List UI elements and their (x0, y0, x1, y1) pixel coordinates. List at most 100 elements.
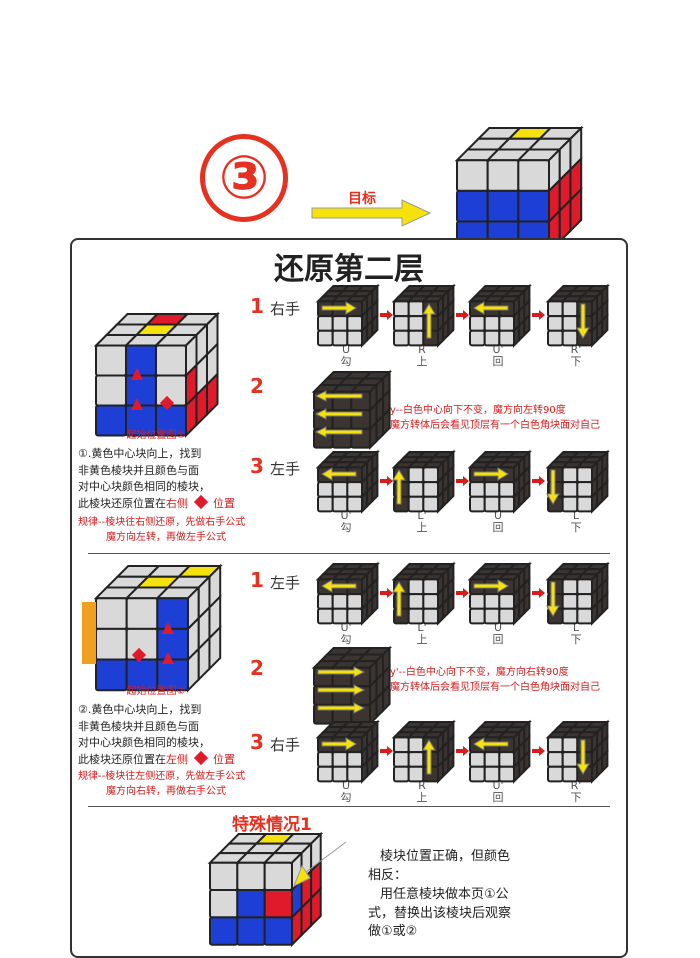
rotation-arrow-icon (314, 426, 363, 438)
move-cube (315, 449, 380, 514)
move-cube (315, 561, 380, 626)
start-position-cube-1 (93, 311, 220, 438)
next-arrow-icon (380, 310, 393, 320)
move-cube (467, 449, 532, 514)
move-desc: 上 (416, 633, 428, 647)
move-desc: 上 (416, 355, 428, 369)
move-code: U' (340, 621, 352, 634)
section2-rule: 规律--棱块往左侧还原，先做左手公式 魔方向右转，再做右手公式 (78, 771, 246, 797)
step-num: 1 (250, 294, 264, 318)
red-triangle-icon (162, 652, 174, 664)
rotation-arrow-icon (317, 684, 366, 696)
next-arrow-icon (532, 746, 545, 756)
move-desc: 回 (492, 791, 504, 805)
red-diamond-icon (131, 647, 147, 663)
move-cube-icon (391, 449, 456, 514)
orange-side-icon (82, 602, 96, 664)
rotation-arrow-icon (317, 666, 366, 678)
move-arrow-icon (321, 579, 357, 593)
start-position-caption: 起始位置图② (126, 686, 186, 697)
move-cube (391, 449, 456, 514)
move-arrow-icon (546, 581, 560, 617)
red-triangle-icon (131, 368, 143, 380)
move-label: L'上 (392, 509, 452, 535)
move-desc: 上 (416, 521, 428, 535)
goal-arrow-icon (311, 199, 432, 227)
move-arrow-icon (546, 469, 560, 505)
section-divider (88, 806, 610, 807)
special-case-title: 特殊情况1 (232, 815, 312, 835)
move-arrow-icon (422, 739, 436, 775)
hand-label: 右手 (270, 736, 301, 754)
move-diagram: L'上 (391, 449, 456, 535)
move-desc: 勾 (340, 633, 352, 647)
move-cube (545, 719, 610, 784)
move-cube-icon (391, 283, 456, 348)
hand-label: 右手 (270, 300, 301, 318)
hand-label: 左手 (270, 460, 301, 478)
move-desc: 上 (416, 791, 428, 805)
next-arrow-icon (380, 588, 393, 598)
rotation-arrow-icon (314, 390, 363, 402)
move-code: R (418, 343, 426, 356)
step-num: 2 (250, 656, 264, 680)
move-code: L (572, 621, 580, 634)
step-num: 3 (250, 454, 264, 478)
move-desc: 回 (492, 633, 504, 647)
move-desc: 勾 (340, 791, 352, 805)
move-diagram: U'勾 (315, 561, 380, 647)
move-arrow-icon (321, 301, 357, 315)
move-cube-icon (315, 449, 380, 514)
hand-label: 左手 (270, 574, 301, 592)
next-arrow-icon (532, 310, 545, 320)
move-label: L'上 (392, 621, 452, 647)
move-code: L (572, 509, 580, 522)
red-triangle-icon (162, 622, 174, 634)
red-diamond-icon (159, 395, 175, 411)
move-cube-icon (391, 561, 456, 626)
move-arrow-icon (422, 303, 436, 339)
move-cube (467, 283, 532, 348)
move-arrow-icon (473, 737, 509, 751)
rotation-cube-icon (311, 645, 393, 727)
section2-description: ②.黄色中心块向上，找到 非黄色棱块并且颜色与面 对中心块颜色相同的棱块， 此棱… (78, 703, 235, 766)
move-desc: 下 (570, 355, 582, 369)
move-cube-icon (467, 449, 532, 514)
rotation-note: y'--白色中心向下不变，魔方向右转90度 魔方转体后会看见顶层有一个白色角块面… (390, 667, 600, 693)
move-code: U (341, 343, 351, 356)
move-cube-icon (545, 561, 610, 626)
page-title: 还原第二层 (274, 252, 424, 287)
move-code: U (493, 509, 503, 522)
section1-description: ①.黄色中心块向上，找到 非黄色棱块并且颜色与面 对中心块颜色相同的棱块， 此棱… (78, 447, 235, 510)
move-cube (545, 283, 610, 348)
move-diagram: L'上 (391, 561, 456, 647)
start-cube-2 (93, 563, 223, 693)
move-code: U' (340, 509, 352, 522)
move-cube (467, 561, 532, 626)
step-num: 1 (250, 568, 264, 592)
move-code: U' (492, 779, 504, 792)
move-cube (315, 283, 380, 348)
move-label: U'回 (468, 343, 528, 368)
next-arrow-icon (456, 746, 469, 756)
move-cube (545, 449, 610, 514)
move-cube (391, 561, 456, 626)
move-code: L' (417, 621, 427, 634)
move-label: U'勾 (316, 621, 376, 647)
pointer-arrow-icon (293, 841, 347, 888)
move-code: L' (417, 509, 427, 522)
move-cube (467, 719, 532, 784)
start-position-caption: 起始位置图① (126, 430, 186, 441)
move-cube-icon (545, 719, 610, 784)
